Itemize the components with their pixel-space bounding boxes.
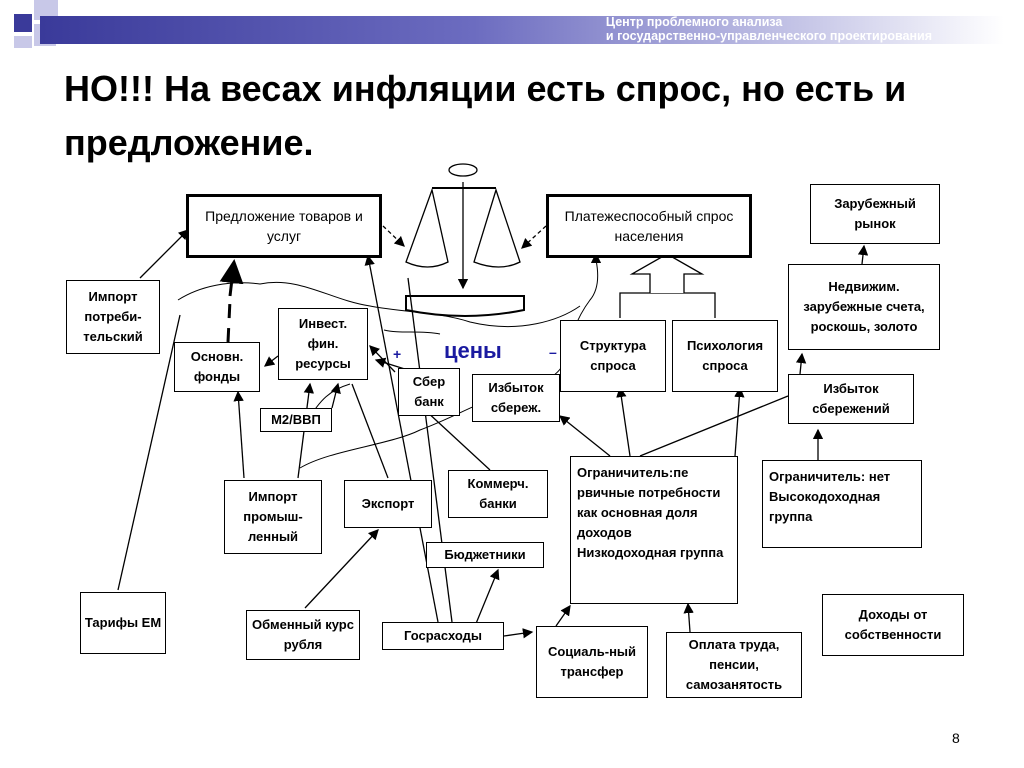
- header-bar: [40, 16, 1004, 44]
- scale-left-pan: [405, 187, 449, 268]
- limiter-high-box: Ограничитель: нет Высокодоходная группа: [762, 460, 922, 548]
- corner-square: [34, 0, 58, 20]
- structure-box: Структура спроса: [560, 320, 666, 392]
- corner-square: [14, 14, 32, 32]
- m2-box: М2/ВВП: [260, 408, 332, 432]
- slide-title: НО!!! На весах инфляции есть спрос, но е…: [64, 68, 907, 163]
- plus-sign: +: [393, 346, 402, 362]
- fixed-assets-box: Основн. фонды: [174, 342, 260, 392]
- org-line-2: и государственно-управленческого проекти…: [605, 29, 932, 43]
- commercial-banks-box: Коммерч. банки: [448, 470, 548, 518]
- corner-square: [14, 36, 32, 48]
- export-box: Экспорт: [344, 480, 432, 528]
- hollow-arrow: [629, 253, 705, 293]
- social-transfer-box: Социаль-ный трансфер: [536, 626, 648, 698]
- import-consumer-box: Импорт потреби-тельский: [66, 280, 160, 354]
- sberbank-box: Сбер банк: [398, 368, 460, 416]
- supply-box: Предложение товаров и услуг: [186, 194, 382, 258]
- realestate-box: Недвижим. зарубежные счета, роскошь, зол…: [788, 264, 940, 350]
- prices-label: цены: [444, 338, 502, 363]
- demand-box: Платежеспособный спрос населения: [546, 194, 752, 258]
- limiter-low-box: Ограничитель:пе рвичные потребности как …: [570, 456, 738, 604]
- tariffs-box: Тарифы ЕМ: [80, 592, 166, 654]
- gov-spending-box: Госрасходы: [382, 622, 504, 650]
- foreign-market-box: Зарубежный рынок: [810, 184, 940, 244]
- organization-name: Центр проблемного анализа и государствен…: [606, 15, 932, 43]
- excess-savings-small-box: Избыток сбереж.: [472, 374, 560, 422]
- wages-box: Оплата труда, пенсии, самозанятость: [666, 632, 802, 698]
- scale-right-pan: [473, 187, 521, 268]
- invest-box: Инвест. фин. ресурсы: [278, 308, 368, 380]
- psychology-box: Психология спроса: [672, 320, 778, 392]
- scale-top-ring: [448, 163, 478, 177]
- budget-workers-box: Бюджетники: [426, 542, 544, 568]
- excess-savings-box: Избыток сбережений: [788, 374, 914, 424]
- org-line-1: Центр проблемного анализа: [605, 15, 783, 29]
- minus-sign: –: [549, 344, 557, 360]
- import-industrial-box: Импорт промыш-ленный: [224, 480, 322, 554]
- property-income-box: Доходы от собственности: [822, 594, 964, 656]
- exchange-rate-box: Обменный курс рубля: [246, 610, 360, 660]
- page-number: 8: [952, 730, 960, 746]
